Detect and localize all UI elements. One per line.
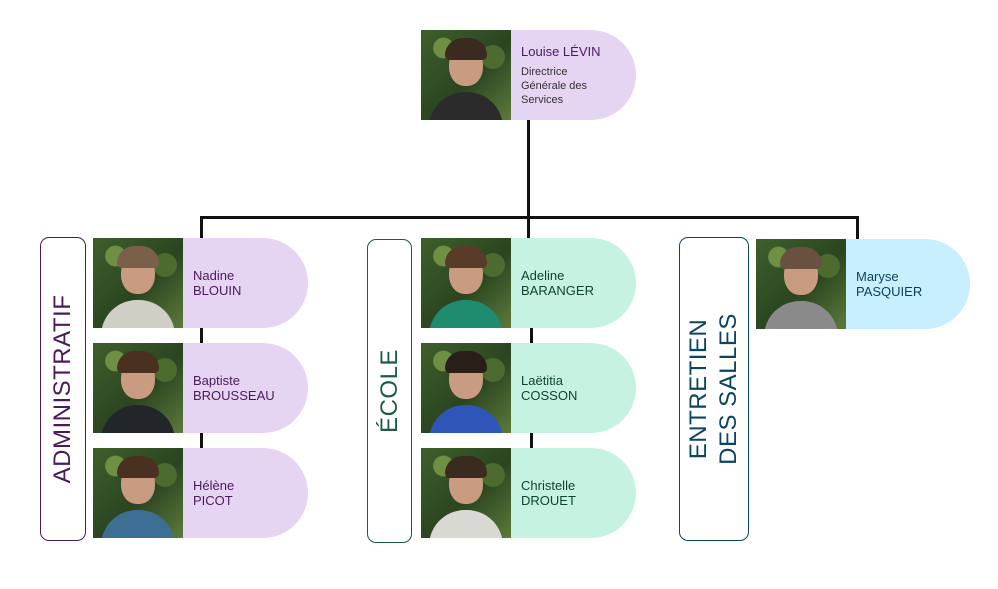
director-card: Louise LÉVIN Directrice Générale des Ser…: [421, 30, 636, 120]
director-name: Louise LÉVIN: [521, 43, 601, 59]
member-first-name: Maryse: [856, 269, 899, 284]
dept-administratif-label-box: ADMINISTRATIF: [40, 237, 86, 541]
director-role-line-2: Générale des: [521, 79, 588, 92]
director-role-line-1: Directrice: [521, 65, 568, 78]
member-card-nadine: Nadine BLOUIN: [93, 238, 308, 328]
member-last-name: PICOT: [193, 493, 233, 508]
person-photo-icon: [421, 343, 511, 433]
connector-director-down: [527, 118, 530, 216]
connector-ecole-2-3: [530, 432, 533, 450]
person-photo-icon: [421, 30, 511, 120]
member-last-name: DROUET: [521, 493, 576, 508]
member-first-name: Baptiste: [193, 373, 240, 388]
dept-ecole-label: ÉCOLE: [375, 349, 403, 433]
member-card-laetitia: Laëtitia COSSON: [421, 343, 636, 433]
connector-ecole-1-2: [530, 328, 533, 344]
connector-entretien-down: [856, 216, 859, 240]
connector-ecole-down: [527, 216, 530, 240]
member-card-adeline: Adeline BARANGER: [421, 238, 636, 328]
member-card-christelle: Christelle DROUET: [421, 448, 636, 538]
dept-entretien-label: ENTRETIEN DES SALLES: [684, 313, 744, 465]
member-card-baptiste: Baptiste BROUSSEAU: [93, 343, 308, 433]
connector-admin-1-2: [200, 328, 203, 344]
dept-entretien-label-line-1: ENTRETIEN: [685, 318, 712, 460]
member-last-name: BLOUIN: [193, 283, 242, 298]
connector-admin-down: [200, 216, 203, 240]
dept-administratif-label: ADMINISTRATIF: [49, 294, 76, 484]
member-first-name: Hélène: [193, 478, 235, 493]
director-role-line-3: Services: [521, 93, 564, 106]
member-first-name: Nadine: [193, 268, 235, 283]
person-photo-icon: [93, 343, 183, 433]
member-last-name: BARANGER: [521, 283, 594, 298]
person-photo-icon: [756, 239, 846, 329]
dept-entretien-label-box: ENTRETIEN DES SALLES: [679, 237, 749, 541]
member-last-name: BROUSSEAU: [193, 388, 275, 403]
person-photo-icon: [93, 238, 183, 328]
dept-entretien-label-line-2: DES SALLES: [715, 313, 742, 465]
person-photo-icon: [421, 448, 511, 538]
member-first-name: Laëtitia: [521, 373, 563, 388]
dept-ecole-label-box: ÉCOLE: [367, 239, 412, 543]
member-last-name: PASQUIER: [856, 284, 923, 299]
member-first-name: Christelle: [521, 478, 576, 493]
member-first-name: Adeline: [521, 268, 565, 283]
member-last-name: COSSON: [521, 388, 578, 403]
member-card-helene: Hélène PICOT: [93, 448, 308, 538]
member-card-maryse: Maryse PASQUIER: [756, 239, 970, 329]
person-photo-icon: [421, 238, 511, 328]
person-photo-icon: [93, 448, 183, 538]
connector-admin-2-3: [200, 432, 203, 450]
